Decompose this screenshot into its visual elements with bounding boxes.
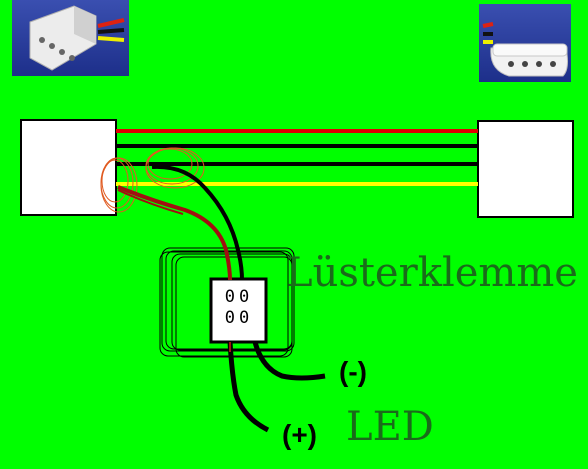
left-connector-box: [20, 119, 117, 216]
right-connector-photo-icon: [479, 4, 571, 82]
tap-circle-top: [145, 147, 205, 189]
right-connector-box: [477, 120, 574, 218]
plus-label: (+): [282, 419, 317, 450]
tap-circle-left: [100, 157, 138, 213]
led-plus-wire: [227, 341, 270, 433]
terminal-center-box: [209, 277, 268, 344]
red-tap-wire: [117, 185, 232, 281]
terminal-screws: 00 00: [215, 287, 263, 329]
terminal-block-label: Lüsterklemme: [286, 250, 578, 296]
terminal-row-bottom: 00: [224, 308, 254, 328]
minus-label: (-): [339, 356, 367, 387]
led-minus-wire: [252, 341, 326, 381]
terminal-row-top: 00: [224, 287, 254, 307]
left-connector-photo-icon: [12, 0, 129, 76]
black-tap-wire: [151, 164, 244, 281]
led-label: LED: [346, 404, 434, 450]
